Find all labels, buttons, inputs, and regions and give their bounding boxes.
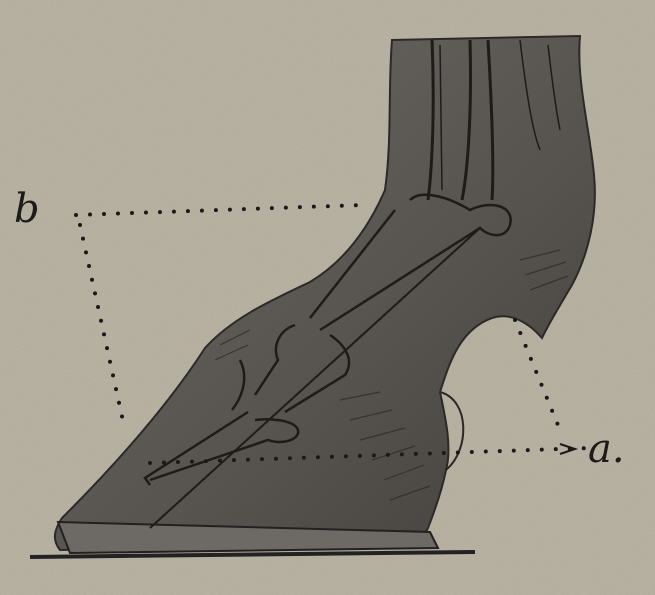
label-a: a. bbox=[588, 426, 625, 472]
label-b: b bbox=[14, 186, 40, 232]
